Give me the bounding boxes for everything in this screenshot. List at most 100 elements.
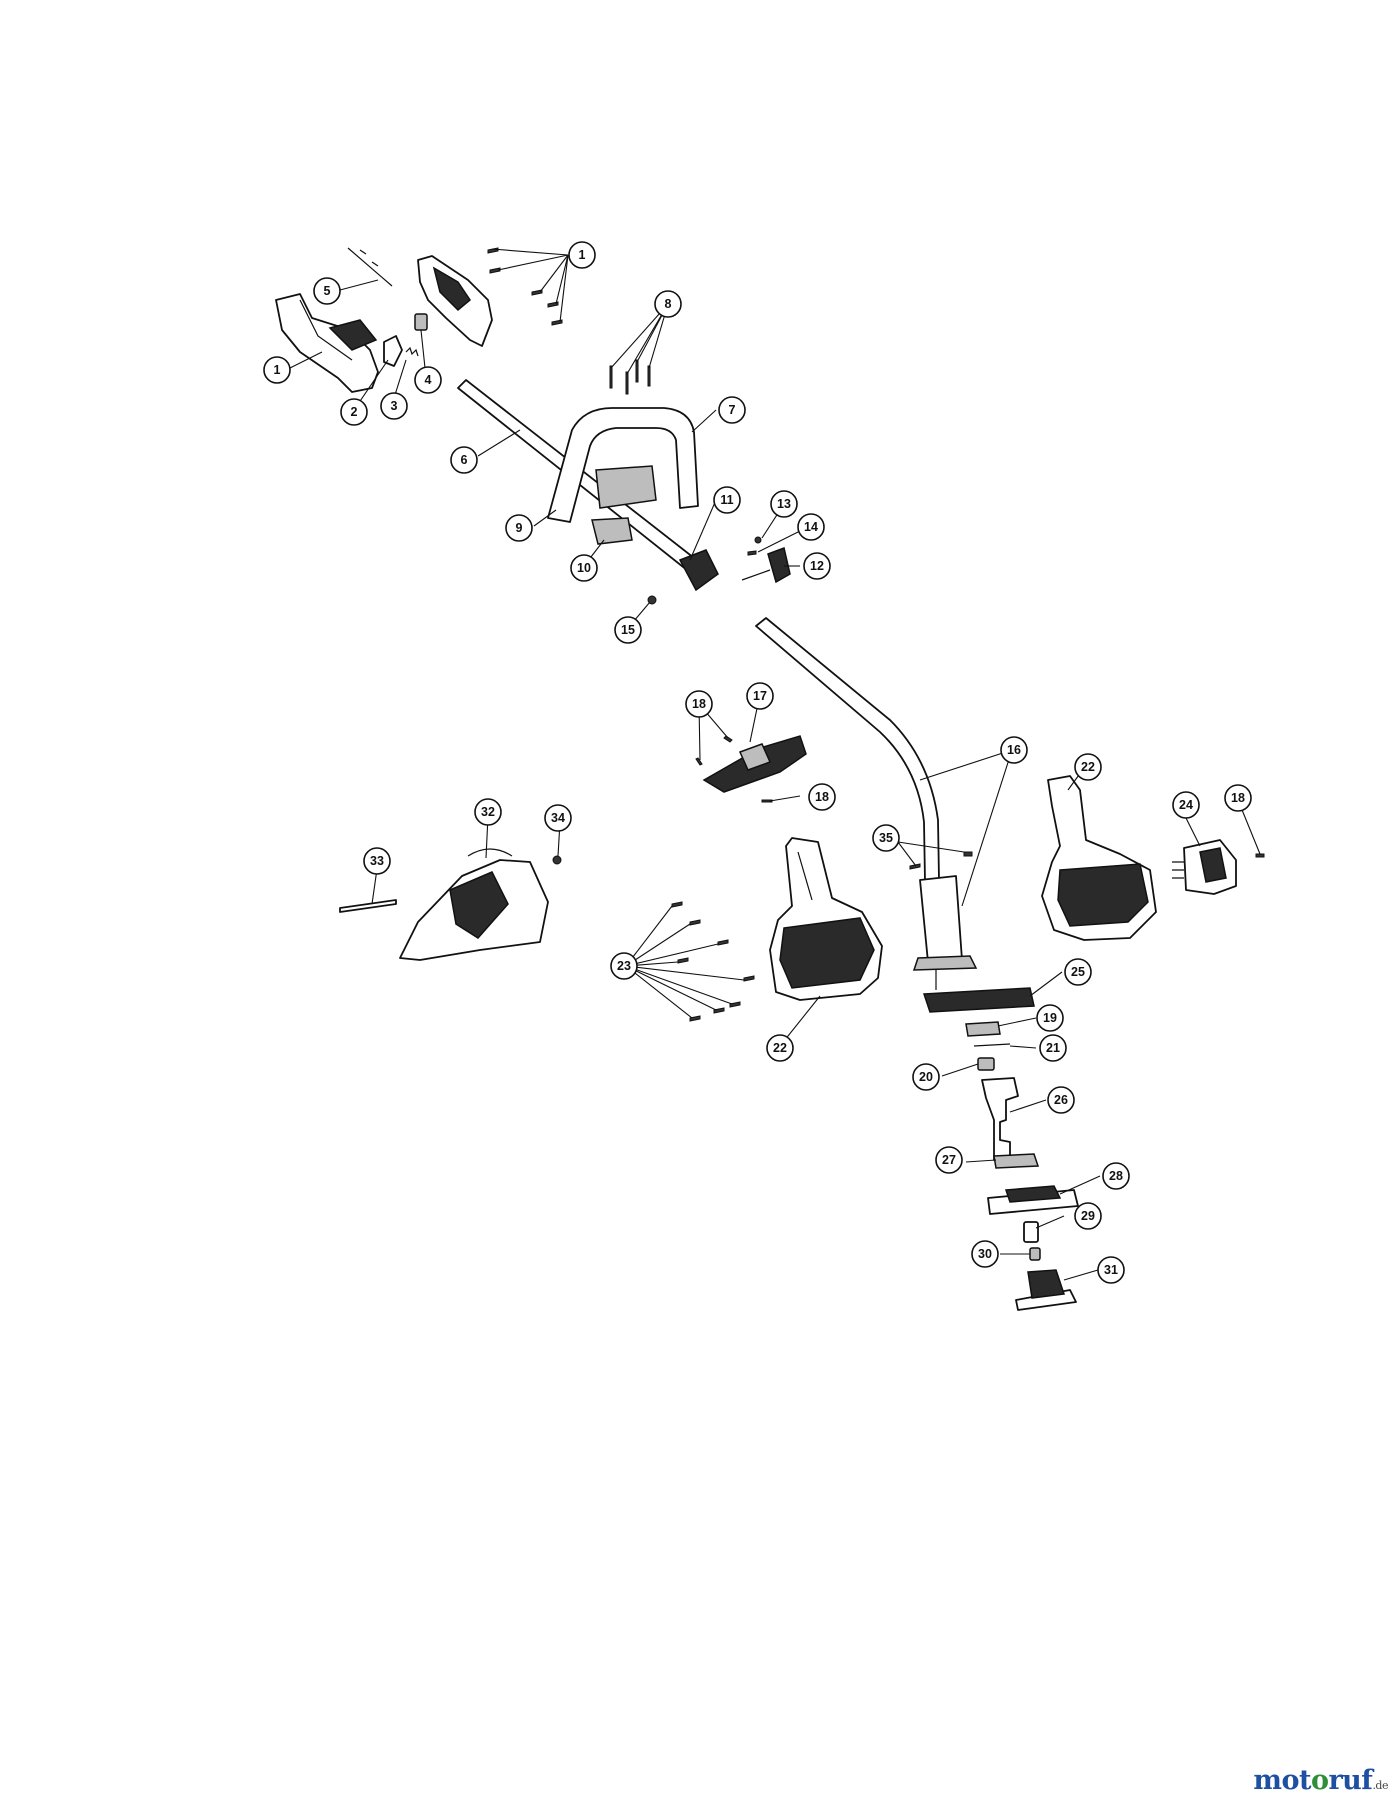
svg-text:33: 33 bbox=[370, 854, 384, 868]
callout: 16 bbox=[1000, 736, 1028, 764]
lower-shaft-part bbox=[755, 617, 978, 990]
rear-handle-right-part bbox=[417, 255, 493, 347]
svg-text:18: 18 bbox=[692, 697, 706, 711]
loop-handle-part bbox=[547, 407, 699, 523]
cord-part bbox=[347, 247, 393, 287]
pin-29-part bbox=[1023, 1221, 1039, 1243]
callout: 34 bbox=[544, 804, 572, 832]
callout: 1 bbox=[568, 241, 596, 269]
watermark-text-3: ruf bbox=[1328, 1765, 1373, 1796]
callout: 13 bbox=[770, 490, 798, 518]
callout: 10 bbox=[570, 554, 598, 582]
svg-text:27: 27 bbox=[942, 1153, 956, 1167]
callout: 20 bbox=[912, 1063, 940, 1091]
callout: 3 bbox=[380, 392, 408, 420]
spool-guard-part bbox=[922, 987, 1035, 1013]
svg-text:18: 18 bbox=[815, 790, 829, 804]
svg-text:1: 1 bbox=[274, 363, 281, 377]
svg-text:29: 29 bbox=[1081, 1209, 1095, 1223]
svg-text:28: 28 bbox=[1109, 1169, 1123, 1183]
coupler-part bbox=[678, 549, 719, 592]
callout: 19 bbox=[1036, 1004, 1064, 1032]
spring-20-part bbox=[977, 1057, 995, 1071]
callout: 15 bbox=[614, 616, 642, 644]
callout: 25 bbox=[1064, 958, 1092, 986]
svg-text:22: 22 bbox=[1081, 760, 1095, 774]
callout: 24 bbox=[1172, 791, 1200, 819]
washer-27-part bbox=[993, 1153, 1040, 1169]
callout: 7 bbox=[718, 396, 746, 424]
handle-clamp-part bbox=[591, 517, 633, 545]
callout: 30 bbox=[971, 1240, 999, 1268]
watermark-suffix: .de bbox=[1372, 1779, 1388, 1792]
svg-text:24: 24 bbox=[1179, 798, 1193, 812]
callout: 18 bbox=[808, 783, 836, 811]
washer-19-part bbox=[965, 1021, 1001, 1037]
callout: 14 bbox=[797, 513, 825, 541]
svg-text:22: 22 bbox=[773, 1041, 787, 1055]
switch-part bbox=[414, 313, 428, 331]
svg-text:12: 12 bbox=[810, 559, 824, 573]
bolts-8 bbox=[609, 359, 651, 395]
svg-text:26: 26 bbox=[1054, 1093, 1068, 1107]
svg-text:18: 18 bbox=[1231, 791, 1245, 805]
rear-handle-left-part bbox=[275, 293, 379, 393]
callout: 12 bbox=[803, 552, 831, 580]
motor-cap-part bbox=[1172, 839, 1237, 895]
svg-text:20: 20 bbox=[919, 1070, 933, 1084]
screws-35 bbox=[909, 851, 973, 870]
svg-text:19: 19 bbox=[1043, 1011, 1057, 1025]
screws-18 bbox=[695, 735, 1265, 858]
callout: 22 bbox=[1074, 753, 1102, 781]
bump-knob-part bbox=[1015, 1269, 1077, 1311]
callout: 5 bbox=[313, 277, 341, 305]
svg-text:32: 32 bbox=[481, 805, 495, 819]
svg-text:34: 34 bbox=[551, 811, 565, 825]
pin-part bbox=[339, 899, 397, 913]
small-parts-13-14 bbox=[747, 536, 762, 556]
watermark-text-2: o bbox=[1310, 1765, 1329, 1796]
svg-text:17: 17 bbox=[753, 689, 767, 703]
callout: 18 bbox=[1224, 784, 1252, 812]
leader-lines bbox=[289, 248, 1261, 1281]
guard-part bbox=[399, 848, 549, 961]
svg-text:6: 6 bbox=[461, 453, 468, 467]
knob-part bbox=[741, 546, 791, 584]
svg-text:8: 8 bbox=[665, 297, 672, 311]
callout: 29 bbox=[1074, 1202, 1102, 1230]
callout: 26 bbox=[1047, 1086, 1075, 1114]
callout: 32 bbox=[474, 798, 502, 826]
callout: 2 bbox=[340, 398, 368, 426]
trigger-part bbox=[383, 335, 403, 367]
svg-text:9: 9 bbox=[516, 521, 523, 535]
motor-housing-left-part bbox=[769, 837, 883, 1001]
callout: 18 bbox=[685, 690, 713, 718]
svg-text:2: 2 bbox=[351, 405, 358, 419]
svg-text:4: 4 bbox=[425, 373, 432, 387]
callout: 27 bbox=[935, 1146, 963, 1174]
svg-text:25: 25 bbox=[1071, 965, 1085, 979]
callout: 9 bbox=[505, 514, 533, 542]
screws-23 bbox=[671, 901, 755, 1022]
ring-21-part bbox=[973, 1043, 1011, 1047]
callout: 22 bbox=[766, 1034, 794, 1062]
callout: 4 bbox=[414, 366, 442, 394]
nut-34-part bbox=[552, 855, 562, 865]
callout: 8 bbox=[654, 290, 682, 318]
svg-text:7: 7 bbox=[729, 403, 736, 417]
svg-text:14: 14 bbox=[804, 520, 818, 534]
motor-housing-right-part bbox=[1041, 775, 1157, 941]
svg-text:23: 23 bbox=[617, 959, 631, 973]
callout: 1 bbox=[263, 356, 291, 384]
svg-text:15: 15 bbox=[621, 623, 635, 637]
svg-text:31: 31 bbox=[1104, 1263, 1118, 1277]
svg-text:30: 30 bbox=[978, 1247, 992, 1261]
svg-text:5: 5 bbox=[324, 284, 331, 298]
svg-text:10: 10 bbox=[577, 561, 591, 575]
callout: 6 bbox=[450, 446, 478, 474]
spool-part bbox=[987, 1185, 1079, 1215]
callout: 28 bbox=[1102, 1162, 1130, 1190]
motoruf-watermark: motoruf.de bbox=[1253, 1765, 1388, 1796]
callout: 31 bbox=[1097, 1256, 1125, 1284]
